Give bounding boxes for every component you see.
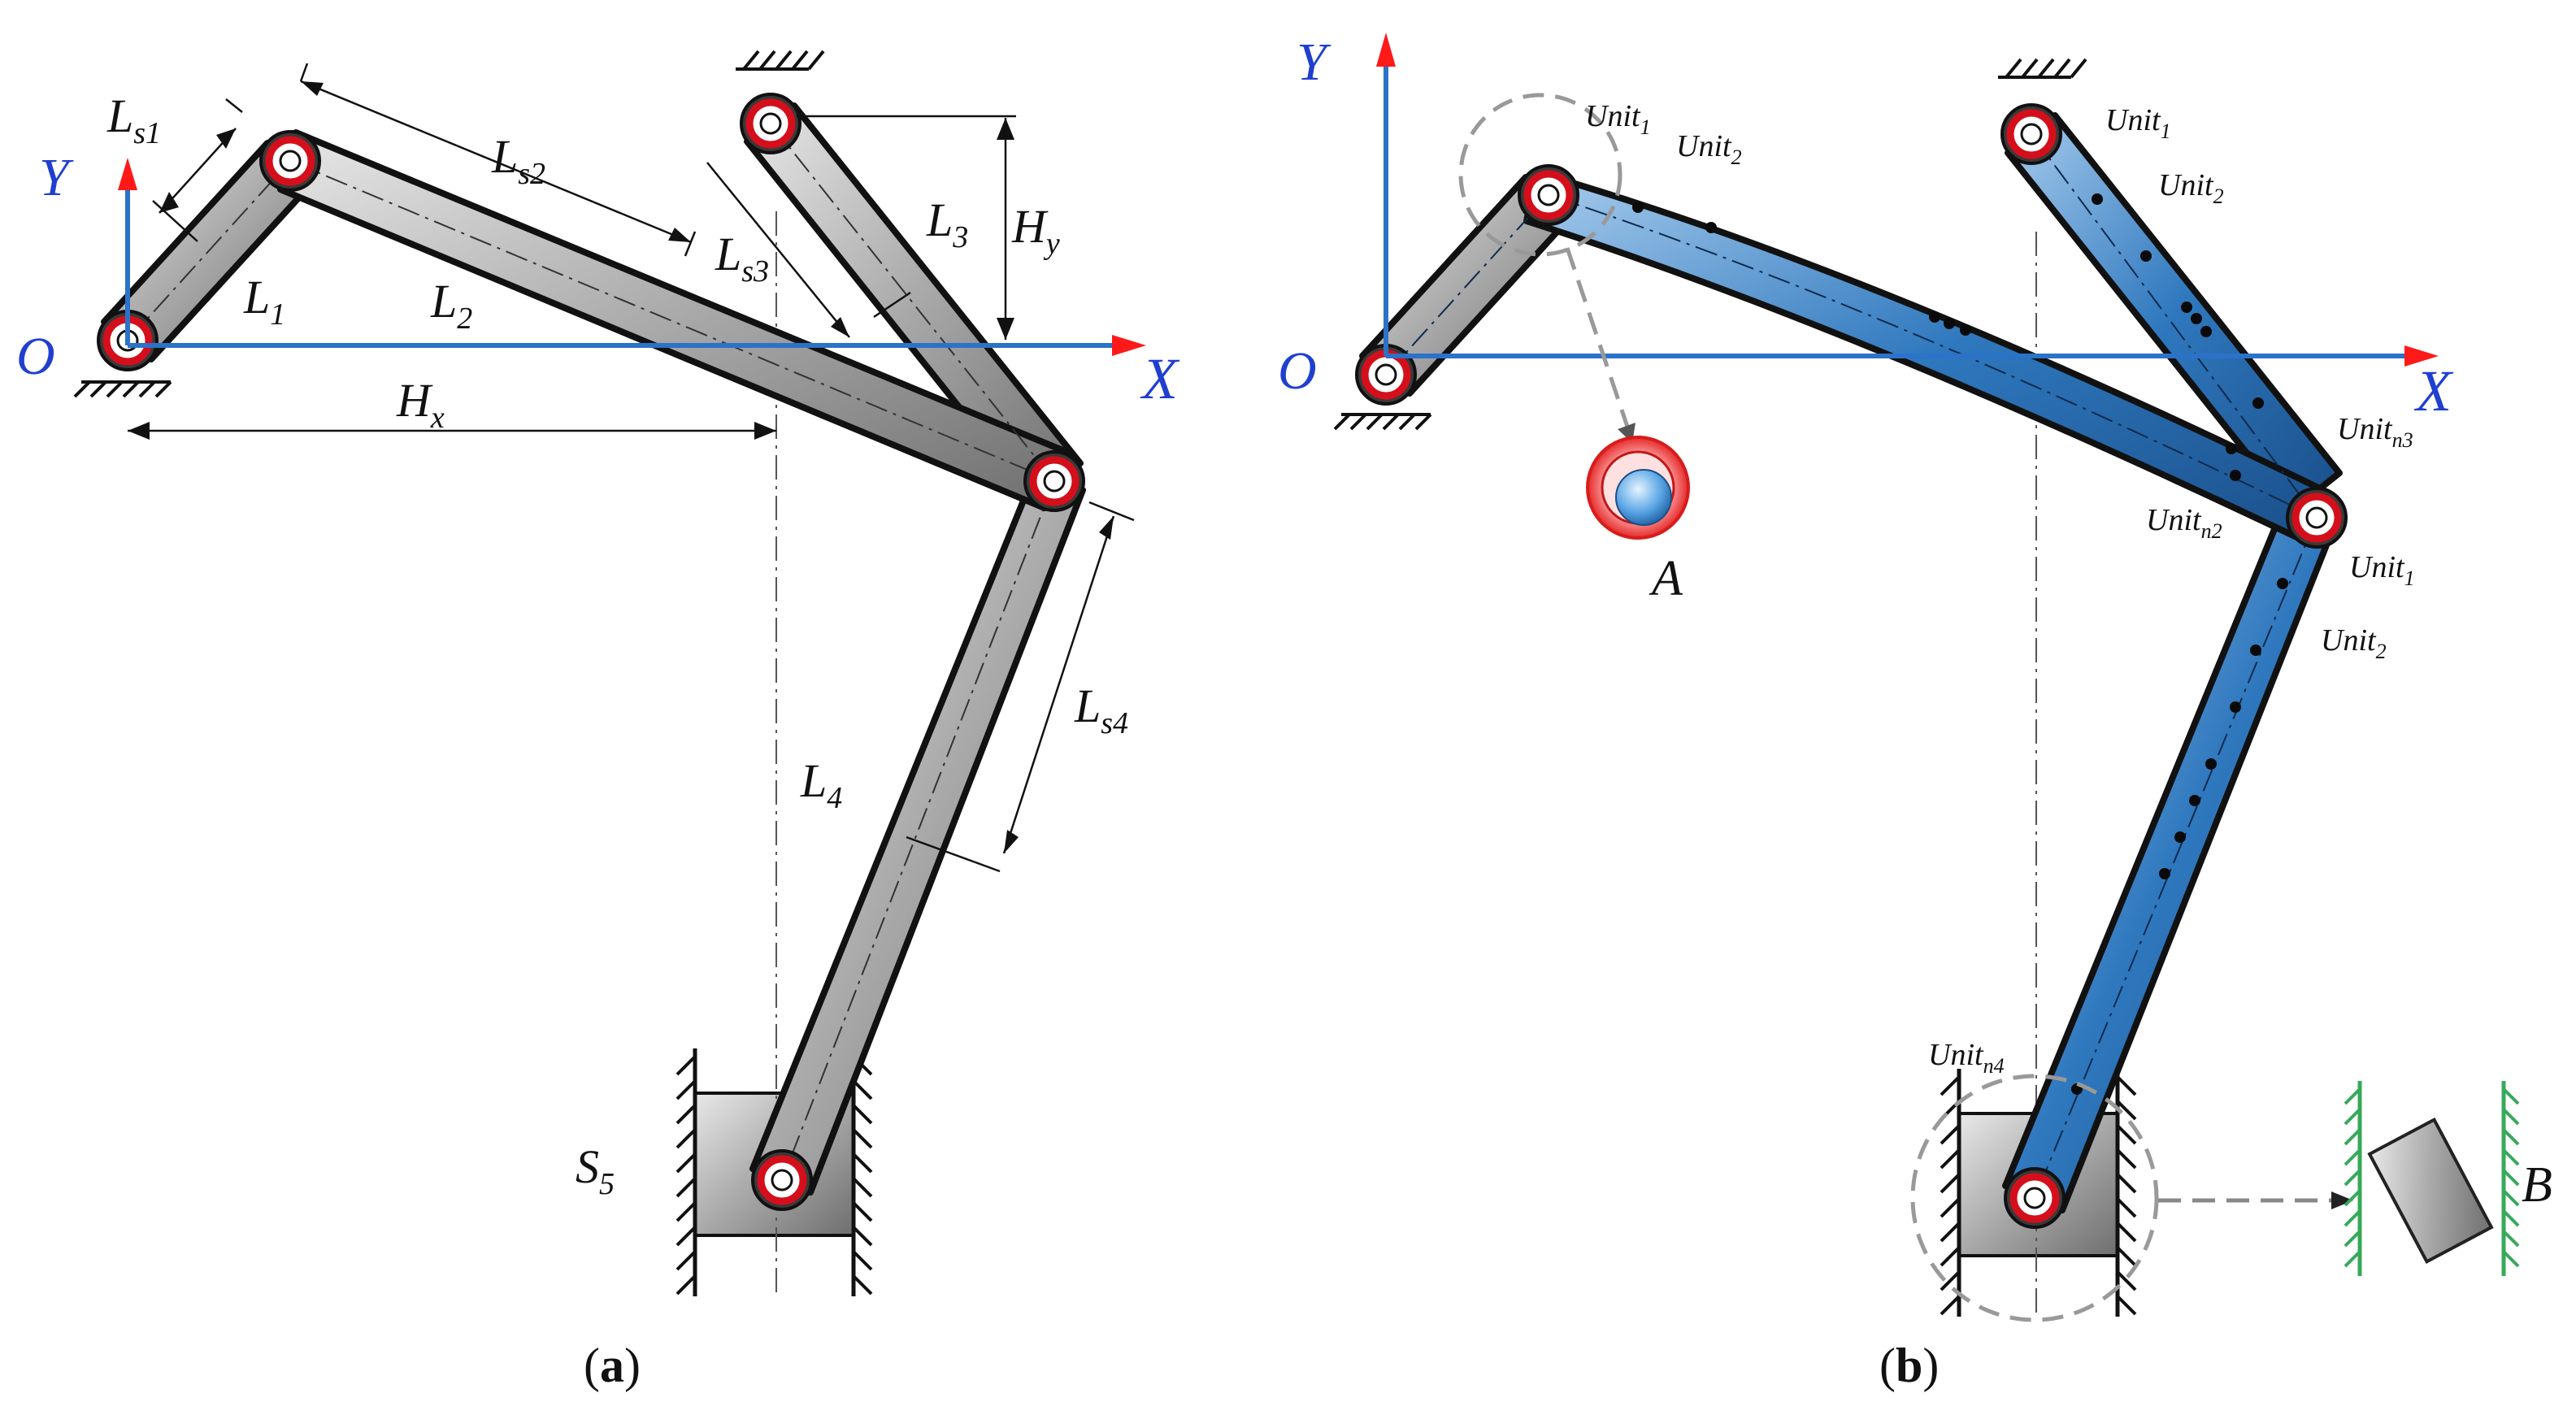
links-a: [101, 102, 1086, 1196]
label-L4: L4: [800, 754, 842, 815]
pins-b: [1355, 103, 2348, 1229]
label-Hy: Hy: [1011, 200, 1060, 261]
label-A: A: [1649, 551, 1683, 606]
dimension-arrowheads-a: [128, 81, 1114, 853]
unit-label-link4-1: Unit1: [2349, 550, 2415, 590]
unit-label-n4: Unitn4: [1928, 1038, 2005, 1078]
axes-a: [118, 158, 1146, 356]
label-L2: L2: [430, 275, 472, 336]
pin-C: [1023, 450, 1085, 512]
pin-b-slider: [2004, 1167, 2066, 1229]
links-b: [1359, 112, 2343, 1213]
pin-L3-top: [740, 93, 801, 154]
origin-label-a: O: [16, 327, 55, 386]
panel-a: Y O X Ls1 Ls2 Ls3 Ls4 L3 Hy L1 L2 Hx L4 …: [16, 50, 1180, 1392]
unit-label-link3-2: Unit2: [2158, 168, 2224, 208]
y-axis-label-a: Y: [39, 148, 74, 207]
x-axis-label-a: X: [1140, 346, 1180, 411]
detail-slider-B: [2344, 1081, 2520, 1276]
label-Hx: Hx: [396, 374, 445, 435]
y-arrow-a: [118, 158, 137, 190]
caption-a: (a): [584, 1339, 641, 1392]
x-arrow-a: [1112, 335, 1146, 356]
caption-b: (b): [1879, 1339, 1939, 1392]
unit-label-n2: Unitn2: [2146, 503, 2222, 543]
detail-circle-B: [1910, 1074, 2159, 1322]
pin-b-C: [2286, 487, 2348, 549]
origin-label-b: O: [1278, 341, 1317, 401]
pin-A: [259, 130, 321, 192]
unit-label-link2-1: Unit1: [1585, 99, 1651, 139]
unit-label-link4-2: Unit2: [2321, 623, 2387, 663]
unit-label-link3-1: Unit1: [2105, 103, 2171, 143]
labels-a: Y O X Ls1 Ls2 Ls3 Ls4 L3 Hy L1 L2 Hx L4 …: [16, 89, 1180, 1392]
unit-label-link2-2: Unit2: [1676, 129, 1742, 169]
link-centerlines-b: [1385, 133, 2318, 1199]
label-Ls1: Ls1: [106, 89, 161, 150]
label-L1: L1: [243, 271, 285, 332]
ground-L3-a: [736, 50, 825, 71]
unit-label-n3: Unitn3: [2337, 412, 2413, 452]
detail-joint-A: [1586, 436, 1690, 540]
axes-b: [1376, 33, 2439, 367]
pin-slider: [751, 1149, 813, 1211]
pin-b-A: [1518, 164, 1579, 226]
ground-O-a: [73, 380, 172, 398]
label-S5: S5: [576, 1140, 615, 1201]
ground-O-b: [1333, 413, 1432, 431]
label-Ls4: Ls4: [1074, 679, 1128, 740]
label-L3: L3: [926, 193, 968, 254]
unit-dots-b: [1632, 193, 2288, 1095]
pin-b-L3-top: [2000, 103, 2062, 165]
x-arrow-b: [2404, 345, 2439, 367]
link-centerlines-a: [127, 123, 1055, 1181]
link-b-L4: [2002, 512, 2340, 1213]
y-arrow-b: [1376, 33, 1396, 67]
detail-circle-A: [1458, 93, 1622, 257]
label-Ls3: Ls3: [715, 228, 769, 289]
detail-leader-A: [1565, 247, 1630, 428]
label-B: B: [2522, 1157, 2552, 1213]
ground-L3-b: [1998, 58, 2087, 79]
panel-b: Y O X A B Unit1 Unit2 Unit1 Unit2 Unitn3…: [1278, 33, 2552, 1392]
labels-b: Y O X A B Unit1 Unit2 Unit1 Unit2 Unitn3…: [1278, 33, 2552, 1392]
y-axis-label-b: Y: [1297, 33, 1331, 92]
label-Ls2: Ls2: [491, 130, 545, 191]
x-axis-label-b: X: [2413, 358, 2454, 423]
